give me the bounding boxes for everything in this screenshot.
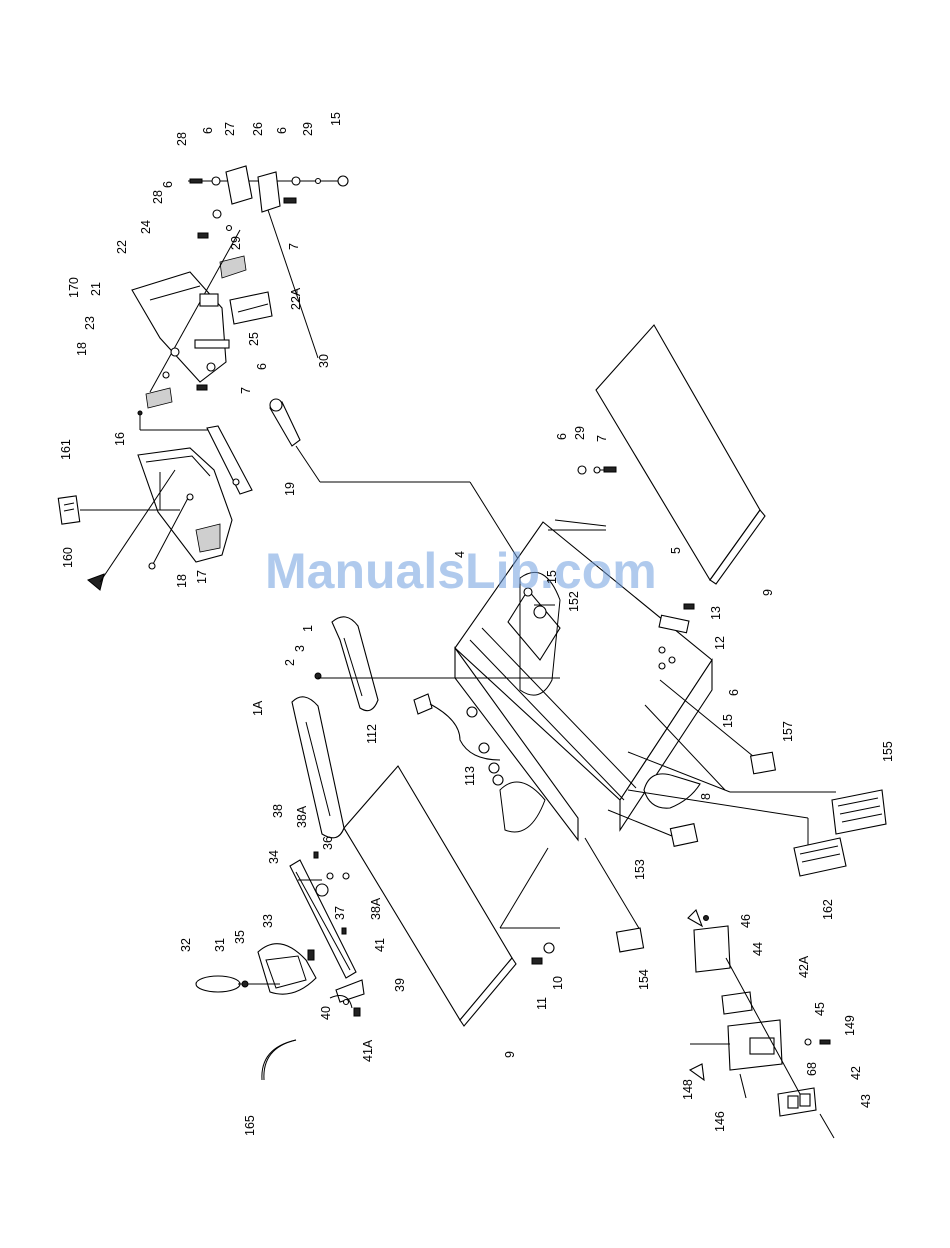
callout-33: 33 (261, 914, 275, 928)
callout-6: 6 (275, 127, 289, 134)
callout-45: 45 (813, 1002, 827, 1016)
callout-29: 29 (301, 122, 315, 136)
callout-28: 28 (175, 132, 189, 146)
callout-146: 146 (713, 1111, 727, 1132)
callout-46: 46 (739, 914, 753, 928)
callout-18: 18 (175, 574, 189, 588)
callout-21: 21 (89, 282, 103, 296)
callout-155: 155 (881, 741, 895, 762)
callout-8: 8 (699, 793, 713, 800)
label-155 (832, 790, 886, 834)
callout-16: 16 (113, 432, 127, 446)
callout-7: 7 (287, 243, 301, 250)
callout-42A: 42A (797, 955, 811, 978)
callout-6: 6 (161, 181, 175, 188)
callout-38: 38 (271, 804, 285, 818)
callout-1: 1 (301, 625, 315, 632)
callout-4: 4 (453, 551, 467, 558)
label-154 (616, 928, 643, 952)
callout-17: 17 (195, 570, 209, 584)
callout-6: 6 (255, 363, 269, 370)
callout-6: 6 (201, 127, 215, 134)
callout-6: 6 (555, 433, 569, 440)
callout-157: 157 (781, 721, 795, 742)
callout-7: 7 (595, 435, 609, 442)
callout-44: 44 (751, 942, 765, 956)
label-162 (794, 838, 846, 876)
callout-149: 149 (843, 1015, 857, 1036)
callout-38A: 38A (295, 805, 309, 828)
rip-fence-assembly (196, 852, 364, 1016)
callout-22A: 22A (289, 287, 303, 310)
callout-37: 37 (333, 906, 347, 920)
callout-5: 5 (669, 547, 683, 554)
callout-29: 29 (573, 426, 587, 440)
callout-27: 27 (223, 122, 237, 136)
callout-3: 3 (293, 645, 307, 652)
callout-12: 12 (713, 636, 727, 650)
callout-25: 25 (247, 332, 261, 346)
callout-29: 29 (229, 236, 243, 250)
callout-9: 9 (761, 589, 775, 596)
callout-18: 18 (75, 342, 89, 356)
callout-39: 39 (393, 978, 407, 992)
callout-153: 153 (633, 859, 647, 880)
bevel-scale (644, 774, 700, 808)
callout-15: 15 (329, 112, 343, 126)
callout-15: 15 (721, 714, 735, 728)
callout-161: 161 (59, 439, 73, 460)
callout-7: 7 (239, 387, 253, 394)
callout-40: 40 (319, 1006, 333, 1020)
callout-148: 148 (681, 1079, 695, 1100)
callout-13: 13 (709, 606, 723, 620)
callout-31: 31 (213, 938, 227, 952)
callout-24: 24 (139, 220, 153, 234)
callout-6: 6 (727, 689, 741, 696)
callout-32: 32 (179, 938, 193, 952)
callout-19: 19 (283, 482, 297, 496)
callout-28: 28 (151, 190, 165, 204)
callout-112: 112 (365, 724, 379, 744)
callout-160: 160 (61, 547, 75, 568)
callout-43: 43 (859, 1094, 873, 1108)
callout-41: 41 (373, 938, 387, 952)
callout-38A: 38A (369, 897, 383, 920)
callout-152: 152 (567, 591, 581, 612)
callout-9: 9 (503, 1051, 517, 1058)
callout-1A: 1A (251, 700, 265, 716)
throat-plate (332, 617, 378, 711)
bolt-set-right (578, 466, 616, 474)
callout-26: 26 (251, 122, 265, 136)
callout-154: 154 (637, 969, 651, 990)
callout-170: 170 (67, 277, 81, 298)
callout-22: 22 (115, 240, 129, 254)
callout-113: 113 (463, 766, 477, 786)
hose (262, 1040, 296, 1080)
callout-41A: 41A (361, 1039, 375, 1062)
callout-68: 68 (805, 1062, 819, 1076)
callout-30: 30 (317, 354, 331, 368)
callout-10: 10 (551, 976, 565, 990)
warning-label-161 (58, 496, 79, 524)
callout-165: 165 (243, 1115, 257, 1136)
label-157 (751, 752, 776, 774)
extension-wing-left (344, 766, 516, 1026)
callout-11: 11 (535, 997, 549, 1010)
callout-23: 23 (83, 316, 97, 330)
label-153 (670, 824, 697, 847)
callout-162: 162 (821, 899, 835, 920)
callout-35: 35 (233, 930, 247, 944)
callout-2: 2 (283, 659, 297, 666)
callout-34: 34 (267, 850, 281, 864)
callout-42: 42 (849, 1066, 863, 1080)
callout-36: 36 (321, 836, 335, 850)
callout-15: 15 (545, 570, 559, 584)
